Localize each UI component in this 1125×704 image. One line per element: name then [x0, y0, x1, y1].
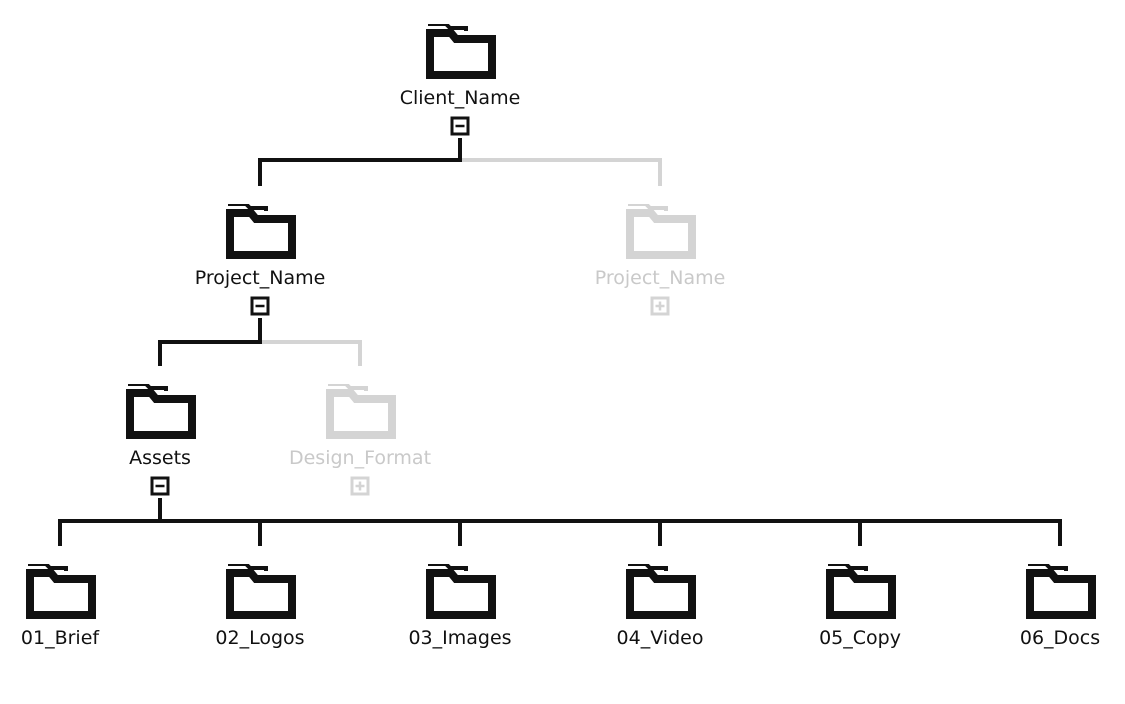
node-label: 03_Images	[408, 627, 512, 649]
tree-node-06-docs[interactable]: 06_Docs	[935, 564, 1115, 704]
folder-icon	[826, 564, 896, 619]
expand-icon[interactable]	[350, 476, 370, 496]
folder-icon	[226, 204, 296, 259]
connector-project-a-to-assets	[158, 318, 262, 366]
folder-icon	[326, 384, 396, 439]
tree-node-assets[interactable]: Assets	[70, 384, 250, 524]
tree-node-01-brief[interactable]: 01_Brief	[0, 564, 150, 704]
folder-icon	[626, 204, 696, 259]
node-label: Assets	[129, 447, 191, 469]
node-label: 02_Logos	[215, 627, 305, 649]
tree-node-project-b[interactable]: Project_Name	[570, 204, 750, 344]
node-label: Design_Format	[288, 447, 432, 469]
connector-assets-bus	[58, 519, 1062, 546]
folder-tree: Client_Name Project_Name Project_Name As…	[21, 24, 1100, 649]
folder-icon	[26, 564, 96, 619]
collapse-icon[interactable]	[450, 116, 470, 136]
node-label: 04_Video	[616, 627, 704, 649]
tree-node-project-a[interactable]: Project_Name	[170, 204, 350, 344]
folder-icon	[626, 564, 696, 619]
node-label: 06_Docs	[1019, 627, 1101, 649]
expand-icon[interactable]	[650, 296, 670, 316]
folder-icon	[126, 384, 196, 439]
connector-client-to-project-b	[460, 158, 662, 186]
node-label: Project_Name	[194, 267, 326, 289]
connector-client-to-project-a	[258, 138, 462, 186]
node-label: Client_Name	[399, 87, 521, 109]
tree-node-client[interactable]: Client_Name	[370, 24, 550, 164]
node-label: 01_Brief	[20, 627, 100, 649]
tree-node-design-format[interactable]: Design_Format	[270, 384, 450, 524]
tree-connectors	[58, 138, 1062, 546]
connector-project-a-to-design-format	[260, 340, 362, 366]
collapse-icon[interactable]	[250, 296, 270, 316]
node-label: Project_Name	[594, 267, 726, 289]
folder-icon	[226, 564, 296, 619]
node-label: 05_Copy	[819, 627, 901, 649]
folder-icon	[1026, 564, 1096, 619]
folder-icon	[426, 24, 496, 79]
folder-icon	[426, 564, 496, 619]
tree-node-05-copy[interactable]: 05_Copy	[770, 564, 950, 704]
collapse-icon[interactable]	[150, 476, 170, 496]
tree-node-02-logos[interactable]: 02_Logos	[170, 564, 350, 704]
tree-node-03-images[interactable]: 03_Images	[370, 564, 550, 704]
tree-node-04-video[interactable]: 04_Video	[570, 564, 750, 704]
